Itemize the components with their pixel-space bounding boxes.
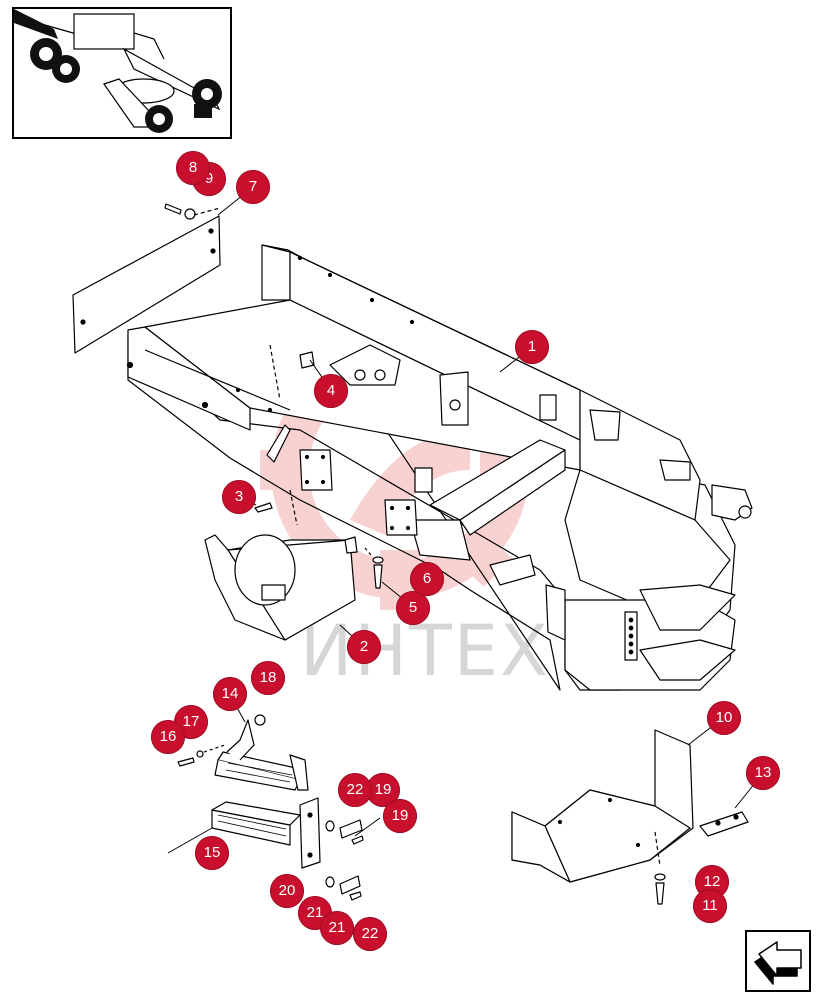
- callout-7[interactable]: 7: [236, 170, 270, 204]
- back-arrow-icon: [754, 941, 802, 985]
- callout-2[interactable]: 2: [347, 630, 381, 664]
- callout-21-lower[interactable]: 21: [298, 896, 332, 930]
- motor-grader-thumbnail-icon: [14, 9, 222, 133]
- callout-20[interactable]: 20: [270, 874, 304, 908]
- callout-16[interactable]: 16: [151, 720, 185, 754]
- callout-21-upper[interactable]: 22: [338, 773, 372, 807]
- callout-18[interactable]: 18: [251, 661, 285, 695]
- callout-5[interactable]: 5: [396, 591, 430, 625]
- callout-11[interactable]: 11: [693, 889, 727, 923]
- callout-19-lower[interactable]: 21: [320, 911, 354, 945]
- callout-6[interactable]: 6: [410, 562, 444, 596]
- frame-part-1: [127, 244, 736, 691]
- callout-15[interactable]: 15: [195, 836, 229, 870]
- machine-thumbnail[interactable]: [12, 7, 232, 139]
- callout-8[interactable]: 8: [176, 151, 210, 185]
- plate-part-7: [72, 215, 221, 354]
- callout-10[interactable]: 10: [707, 701, 741, 735]
- callout-13[interactable]: 13: [746, 756, 780, 790]
- callout-14[interactable]: 14: [213, 677, 247, 711]
- watermark-text: ИНТЕХ: [300, 610, 550, 692]
- callout-22-upper[interactable]: 19: [383, 799, 417, 833]
- back-navigation-button[interactable]: [745, 930, 811, 992]
- callout-1[interactable]: 1: [515, 330, 549, 364]
- callout-22-lower[interactable]: 22: [353, 917, 387, 951]
- callout-4[interactable]: 4: [314, 374, 348, 408]
- callout-3[interactable]: 3: [222, 480, 256, 514]
